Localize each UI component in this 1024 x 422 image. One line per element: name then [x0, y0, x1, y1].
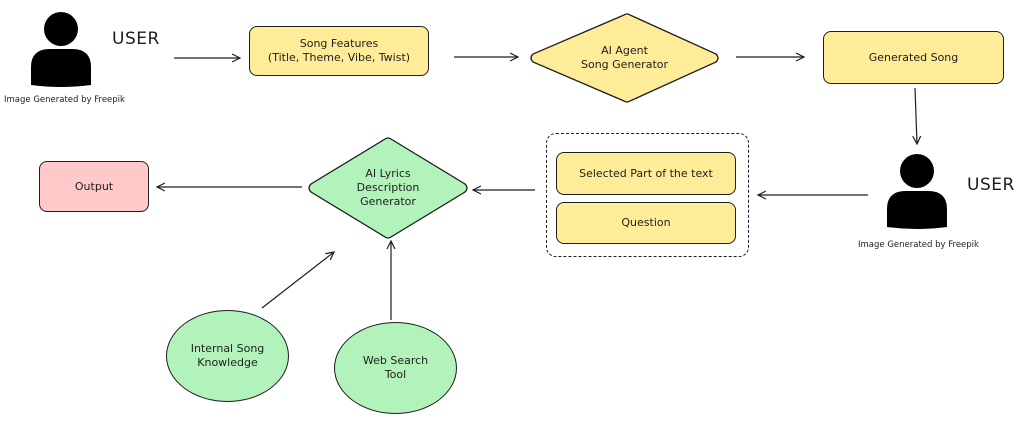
user-input-group: [546, 133, 749, 257]
song-features-title: Song Features: [299, 37, 379, 50]
question-label: Question: [621, 216, 671, 229]
web-search-line1: Web Search: [362, 354, 429, 367]
ai-agent-title: AI Agent: [601, 44, 648, 57]
song-features-detail: (Title, Theme, Vibe, Twist): [267, 51, 411, 64]
output-box: Output: [39, 161, 149, 212]
internal-knowledge-line1: Internal Song: [190, 342, 265, 355]
image-credit-bottom: Image Generated by Freepik: [858, 240, 979, 250]
arrow-knowledge-to-lyrics: [261, 252, 334, 309]
web-search-line2: Tool: [384, 368, 407, 381]
generated-song-box: Generated Song: [823, 31, 1004, 84]
ai-lyrics-line3: Generator: [360, 195, 416, 208]
ai-lyrics-diamond: AI Lyrics Description Generator: [305, 136, 471, 240]
user-icon: [887, 154, 947, 229]
internal-knowledge-line2: Knowledge: [197, 356, 258, 369]
ai-lyrics-line1: AI Lyrics: [365, 167, 411, 180]
internal-knowledge-ellipse: Internal Song Knowledge: [166, 310, 289, 402]
question-box: Question: [556, 202, 736, 244]
ai-agent-diamond: AI Agent Song Generator: [527, 12, 722, 104]
ai-agent-subtitle: Song Generator: [580, 58, 669, 71]
generated-song-label: Generated Song: [868, 50, 959, 64]
user-label-top: USER: [112, 29, 160, 49]
ai-lyrics-line2: Description: [356, 181, 420, 194]
user-icon: [31, 12, 91, 87]
selected-text-label: Selected Part of the text: [579, 166, 713, 180]
image-credit-top: Image Generated by Freepik: [4, 95, 125, 105]
selected-text-box: Selected Part of the text: [556, 152, 736, 195]
output-label: Output: [74, 179, 114, 193]
arrow-song-to-user: [915, 87, 917, 144]
web-search-ellipse: Web Search Tool: [334, 322, 457, 414]
user-label-bottom: USER: [967, 175, 1015, 195]
song-features-box: Song Features (Title, Theme, Vibe, Twist…: [249, 26, 429, 76]
